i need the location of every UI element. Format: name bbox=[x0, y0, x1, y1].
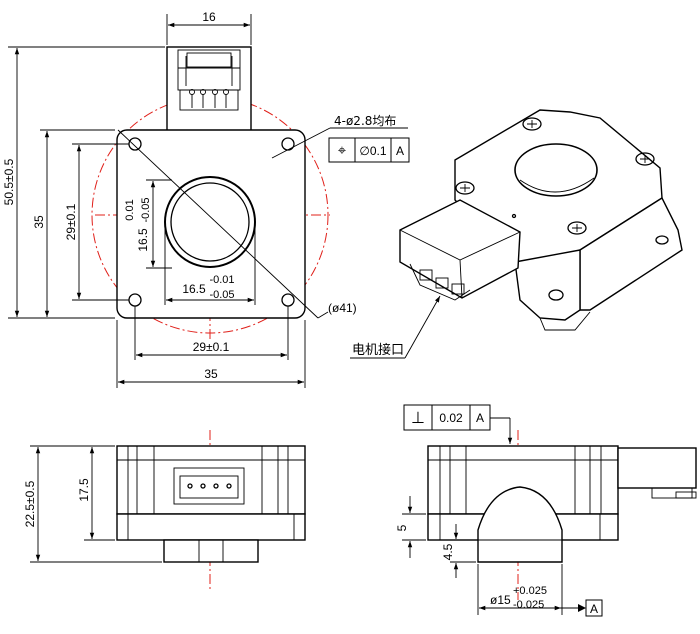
position-value: ∅0.1 bbox=[359, 144, 386, 158]
perpendicularity-symbol: ⊥ bbox=[411, 410, 425, 427]
perpendicularity-datum: A bbox=[476, 411, 484, 425]
front-connector bbox=[173, 467, 245, 505]
iso-bore bbox=[514, 143, 598, 197]
top-view: 16 50.5±0.5 35 29±0.1 16.5 0.01 -0.05 16… bbox=[2, 10, 410, 388]
dim-4-5: 4.5 bbox=[441, 543, 455, 560]
datum-a-box bbox=[585, 599, 603, 617]
dim-bore-16-5-horizontal: 16.5 bbox=[182, 282, 206, 296]
iso-screws bbox=[455, 117, 669, 301]
top-connector bbox=[166, 46, 252, 132]
dim-bore-16-5-vertical-tol-top: 0.01 bbox=[124, 199, 136, 220]
dim-bore-15-tol-top: +0.025 bbox=[513, 585, 547, 597]
dim-height-50-5: 50.5±0.5 bbox=[2, 158, 16, 205]
position-symbol: ⌖ bbox=[338, 142, 347, 159]
connector-label: 电机接口 bbox=[352, 342, 404, 358]
dim-bore-15-tol-bot: -0.025 bbox=[513, 599, 544, 611]
position-tolerance-frame: ⌖ ∅0.1 A bbox=[328, 137, 410, 163]
section-bore bbox=[477, 486, 563, 563]
dim-height-35: 35 bbox=[32, 215, 46, 229]
dim-5: 5 bbox=[395, 524, 409, 531]
position-datum: A bbox=[396, 144, 404, 158]
dim-width-35: 35 bbox=[204, 367, 218, 381]
front-body-upper bbox=[116, 445, 306, 515]
perpendicularity-value: 0.02 bbox=[439, 411, 463, 425]
dim-bore-16-5-horizontal-tol-top: -0.01 bbox=[209, 274, 234, 286]
dim-bore-16-5-vertical-tol-bot: -0.05 bbox=[140, 197, 152, 222]
section-view: ⊥ 0.02 A 5 4.5 ø15 +0.025 -0.025 A bbox=[395, 404, 697, 617]
dim-bore-15: ø15 bbox=[490, 593, 511, 607]
bore-inner bbox=[170, 182, 250, 262]
dim-bore-16-5-horizontal-tol-bot: -0.05 bbox=[209, 289, 234, 301]
circle-diameter-note: (ø41) bbox=[328, 301, 357, 315]
front-view: 22.5±0.5 17.5 bbox=[23, 430, 306, 590]
front-body-lower bbox=[116, 513, 306, 541]
iso-connector bbox=[399, 199, 521, 299]
dim-height-29: 29±0.1 bbox=[64, 203, 78, 240]
bore-outer bbox=[164, 176, 256, 268]
front-boss bbox=[163, 539, 259, 563]
top-body-outline bbox=[116, 129, 306, 319]
dim-bore-16-5-vertical: 16.5 bbox=[136, 228, 150, 252]
datum-a-label: A bbox=[590, 602, 598, 616]
hole-note: 4-ø2.8均布 bbox=[334, 114, 396, 128]
dim-height-22-5: 22.5±0.5 bbox=[23, 480, 37, 527]
dim-width-29: 29±0.1 bbox=[193, 340, 230, 354]
dim-height-17-5: 17.5 bbox=[77, 478, 91, 502]
section-connector bbox=[617, 447, 697, 489]
isometric-view: 电机接口 bbox=[350, 109, 683, 359]
dim-width-16: 16 bbox=[202, 10, 216, 24]
perpendicularity-frame: ⊥ 0.02 A bbox=[403, 404, 513, 444]
